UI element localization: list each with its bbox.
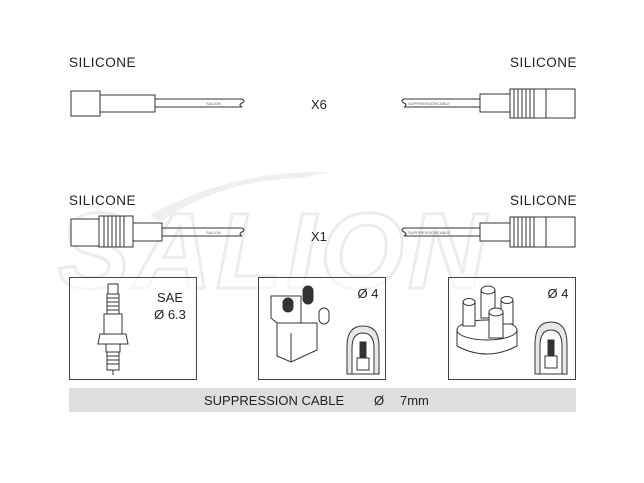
top-right-boot: [401, 88, 576, 119]
distributor-cap-icon: [456, 285, 568, 375]
quantity-top: X6: [311, 97, 327, 112]
silicone-label-mid-left: SILICONE: [69, 193, 137, 208]
quantity-middle: X1: [311, 229, 327, 244]
distributor-terminal-box: Ø 4: [448, 277, 576, 380]
silicone-label-mid-right: SILICONE: [510, 193, 578, 208]
spark-plug-icon: [97, 283, 129, 375]
cable-diameter-symbol: Ø: [374, 393, 385, 408]
mid-right-wire-print: SUPPRESSIONCABLE: [408, 230, 450, 235]
top-left-wire-print: SALION: [206, 101, 221, 106]
cable-size: 7mm: [400, 393, 429, 408]
coil-terminal-detail-icon: [346, 325, 380, 375]
top-right-wire-print: SUPPRESSIONCABLE: [408, 101, 450, 106]
mid-left-boot: [70, 215, 245, 248]
spark-plug-standard: SAE: [156, 290, 183, 305]
silicone-label-top-left: SILICONE: [69, 55, 137, 70]
mid-left-wire-print: SALION: [206, 230, 221, 235]
spark-plug-diameter: Ø 6.3: [154, 307, 186, 322]
ignition-coil-icon: [270, 285, 380, 375]
distributor-terminal-diameter: Ø 4: [547, 286, 569, 301]
mid-right-boot: [401, 216, 576, 248]
top-left-boot: [70, 90, 245, 117]
distributor-terminal-detail-icon: [534, 321, 568, 375]
silicone-label-top-right: SILICONE: [510, 55, 578, 70]
cable-spec-bar: SUPPRESSION CABLE Ø 7mm: [69, 388, 576, 412]
cable-name: SUPPRESSION CABLE: [204, 393, 345, 408]
coil-terminal-diameter: Ø 4: [357, 286, 379, 301]
coil-terminal-box: Ø 4: [258, 277, 386, 380]
spark-plug-terminal-box: SAE Ø 6.3: [69, 277, 197, 380]
